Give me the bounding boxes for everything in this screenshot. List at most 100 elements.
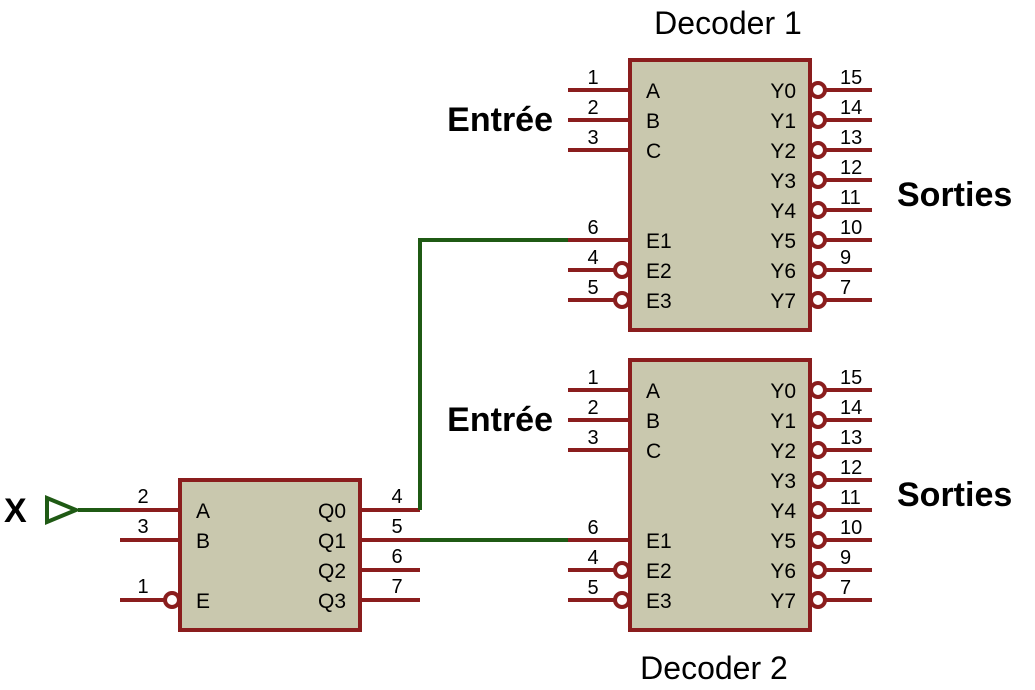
input-decoder-left-pin-labels: 2 3 1 A B E: [137, 486, 210, 613]
decoder-2-right-pin-labels: Y0 Y1 Y2 Y3 Y4 Y5 Y6 Y7 15 14 13 12 11 1…: [770, 367, 862, 613]
inversion-bubble: [809, 291, 827, 309]
input-decoder-body: [178, 478, 362, 632]
pin-name: C: [646, 440, 661, 463]
input-decoder: X 2 3 1 A B E Q0 Q1 Q2 Q3 4 5: [4, 478, 420, 632]
pin-name: C: [646, 140, 661, 163]
pin-number: 9: [840, 247, 851, 269]
pin-number: 11: [840, 487, 861, 509]
inversion-bubble: [809, 561, 827, 579]
pin-number: 7: [840, 277, 851, 299]
inversion-bubble: [809, 501, 827, 519]
pin-number: 6: [391, 546, 402, 568]
pin-number: 2: [137, 486, 148, 508]
inversion-bubble: [613, 261, 631, 279]
pin-name: Y5: [770, 230, 796, 253]
inversion-bubble: [163, 591, 181, 609]
pin-number: 12: [840, 157, 862, 179]
pin-name: A: [646, 80, 660, 103]
pin-name: Q1: [318, 530, 346, 553]
pin-name: Y3: [770, 470, 796, 493]
pin-name: Q3: [318, 590, 346, 613]
pin-name: B: [646, 110, 660, 133]
pin-name: A: [646, 380, 660, 403]
pin-number: 4: [587, 247, 598, 269]
pin-number: 10: [840, 217, 862, 239]
pin-name: Y6: [770, 260, 796, 283]
pin-number: 13: [840, 127, 862, 149]
pin-name: Y7: [770, 290, 796, 313]
inversion-bubble: [809, 231, 827, 249]
inversion-bubble: [809, 81, 827, 99]
terminal-x-label: X: [4, 492, 27, 530]
inversion-bubble: [809, 441, 827, 459]
inversion-bubble: [809, 381, 827, 399]
decoder-1-input-label: Entrée: [447, 101, 553, 139]
inversion-bubble: [809, 261, 827, 279]
input-terminal-icon: [45, 495, 82, 525]
pin-number: 12: [840, 457, 862, 479]
pin-name: A: [196, 500, 210, 523]
inversion-bubble: [809, 471, 827, 489]
decoder-2-output-label: Sorties: [897, 476, 1012, 514]
decoder-1-title: Decoder 1: [654, 5, 802, 41]
inversion-bubble: [809, 201, 827, 219]
pin-number: 4: [391, 486, 402, 508]
pin-name: Y4: [770, 200, 796, 223]
input-decoder-right-pins: [360, 508, 420, 602]
pin-name: B: [646, 410, 660, 433]
inversion-bubble: [613, 561, 631, 579]
pin-number: 3: [587, 427, 598, 449]
pin-name: B: [196, 530, 210, 553]
pin-number: 9: [840, 547, 851, 569]
decoder-1-output-label: Sorties: [897, 176, 1012, 214]
decoder-1-left-pins: [568, 88, 631, 309]
pin-name: E2: [646, 560, 672, 583]
pin-name: E3: [646, 290, 672, 313]
pin-name: Y1: [770, 110, 796, 133]
decoder-2-left-pins: [568, 388, 631, 609]
pin-name: Y4: [770, 500, 796, 523]
decoder-2-body: [628, 358, 812, 632]
pin-name: Q0: [318, 500, 346, 523]
pin-name: Y7: [770, 590, 796, 613]
input-decoder-right-pin-labels: Q0 Q1 Q2 Q3 4 5 6 7: [318, 486, 403, 613]
pin-name: Y2: [770, 140, 796, 163]
wire-q0-to-decoder1-e1: [418, 238, 568, 510]
pin-number: 4: [587, 547, 598, 569]
pin-number: 6: [587, 517, 598, 539]
pin-number: 7: [391, 576, 402, 598]
pin-name: Y1: [770, 410, 796, 433]
decoder-2-left-pin-labels: 1 2 3 6 4 5 A B C E1 E2 E3: [587, 367, 671, 613]
decoder-1-right-pins: [809, 81, 872, 309]
inversion-bubble: [809, 531, 827, 549]
pin-number: 13: [840, 427, 862, 449]
decoder-1-left-pin-labels: 1 2 3 6 4 5 A B C E1 E2 E3: [587, 67, 671, 313]
pin-name: Y0: [770, 380, 796, 403]
pin-number: 3: [137, 516, 148, 538]
pin-number: 5: [587, 277, 598, 299]
pin-name: Y5: [770, 530, 796, 553]
decoder-2-input-label: Entrée: [447, 401, 553, 439]
pin-number: 15: [840, 367, 862, 389]
pin-name: E1: [646, 530, 672, 553]
pin-number: 7: [840, 577, 851, 599]
decoder-1-body: [628, 58, 812, 332]
pin-name: E2: [646, 260, 672, 283]
decoder-1-right-pin-labels: Y0 Y1 Y2 Y3 Y4 Y5 Y6 Y7 15 14 13 12 11 1…: [770, 67, 862, 313]
inversion-bubble: [809, 171, 827, 189]
pin-number: 1: [587, 67, 598, 89]
pin-number: 2: [587, 397, 598, 419]
pin-name: Y3: [770, 170, 796, 193]
inversion-bubble: [613, 591, 631, 609]
pin-number: 14: [840, 397, 862, 419]
input-decoder-left-pins: [120, 508, 181, 609]
pin-number: 11: [840, 187, 861, 209]
pin-number: 5: [391, 516, 402, 538]
inversion-bubble: [809, 411, 827, 429]
pin-name: E1: [646, 230, 672, 253]
pin-number: 15: [840, 67, 862, 89]
pin-number: 1: [137, 576, 148, 598]
pin-name: E: [196, 590, 210, 613]
inversion-bubble: [809, 111, 827, 129]
